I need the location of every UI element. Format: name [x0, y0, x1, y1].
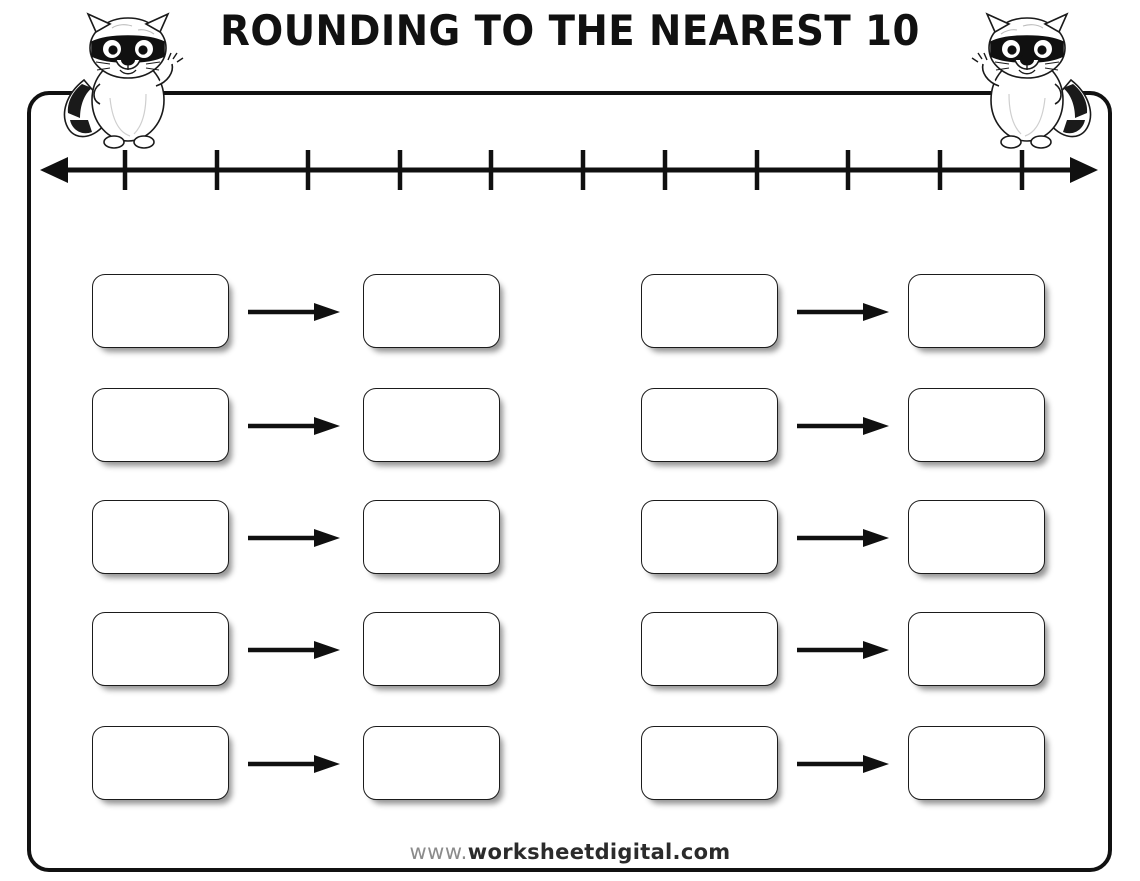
footer-url: www.worksheetdigital.com: [0, 840, 1140, 864]
rounding-arrow-icon: [248, 640, 340, 660]
number-box[interactable]: [92, 500, 229, 574]
number-box[interactable]: [641, 388, 778, 462]
number-box[interactable]: [92, 388, 229, 462]
number-line-left-arrowhead: [40, 157, 68, 183]
number-box[interactable]: [641, 274, 778, 348]
number-line-right-arrowhead: [1070, 157, 1098, 183]
rounded-box[interactable]: [363, 612, 500, 686]
rounding-arrow-icon: [797, 640, 889, 660]
rounded-box[interactable]: [363, 726, 500, 800]
rounded-box[interactable]: [908, 500, 1045, 574]
rounded-box[interactable]: [363, 274, 500, 348]
footer-url-domain: worksheetdigital.com: [467, 840, 731, 864]
problem-row: [0, 612, 1140, 688]
problem-row: [0, 726, 1140, 802]
problem-row: [0, 274, 1140, 350]
number-box[interactable]: [92, 612, 229, 686]
problem-row: [0, 500, 1140, 576]
rounding-arrow-icon: [248, 528, 340, 548]
problem-row: [0, 388, 1140, 464]
footer-url-prefix: www.: [409, 840, 468, 864]
rounding-arrow-icon: [797, 302, 889, 322]
number-box[interactable]: [641, 612, 778, 686]
worksheet-border: [27, 91, 1112, 872]
number-box[interactable]: [92, 726, 229, 800]
number-line: [38, 146, 1100, 194]
rounding-arrow-icon: [797, 416, 889, 436]
rounding-arrow-icon: [248, 302, 340, 322]
rounded-box[interactable]: [908, 388, 1045, 462]
rounding-arrow-icon: [797, 528, 889, 548]
number-box[interactable]: [641, 726, 778, 800]
raccoon-left-icon: [52, 2, 192, 152]
rounding-arrow-icon: [248, 416, 340, 436]
rounded-box[interactable]: [908, 274, 1045, 348]
number-box[interactable]: [641, 500, 778, 574]
rounding-arrow-icon: [797, 754, 889, 774]
rounding-arrow-icon: [248, 754, 340, 774]
number-line-ticks: [122, 150, 1025, 190]
number-box[interactable]: [92, 274, 229, 348]
rounded-box[interactable]: [908, 726, 1045, 800]
rounded-box[interactable]: [908, 612, 1045, 686]
rounded-box[interactable]: [363, 388, 500, 462]
page-title: ROUNDING TO THE NEAREST 10: [220, 6, 920, 55]
raccoon-right-icon: [963, 2, 1103, 152]
rounded-box[interactable]: [363, 500, 500, 574]
